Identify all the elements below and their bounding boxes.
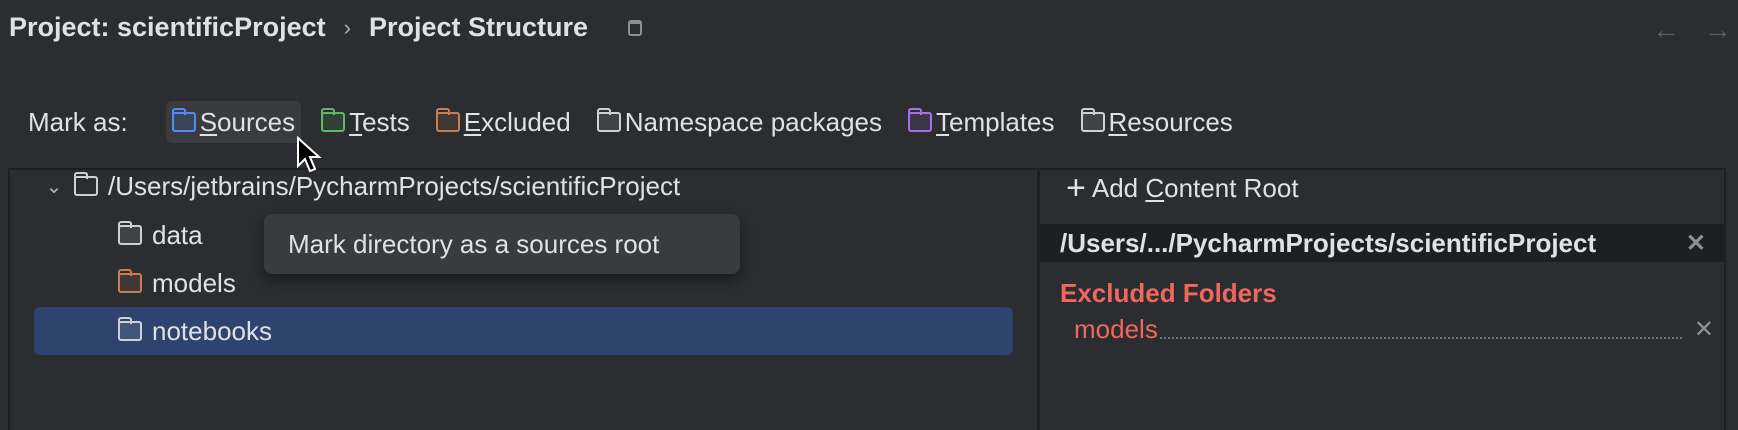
pin-icon[interactable]	[628, 19, 642, 36]
excluded-item: models ✕	[1074, 314, 1714, 345]
tree-item-label: models	[152, 267, 236, 298]
folder-icon	[171, 108, 196, 132]
mark-as-label: Mark as:	[28, 106, 128, 137]
tree-item-notebooks[interactable]: notebooks	[34, 307, 1013, 355]
remove-content-root-icon[interactable]: ✕	[1685, 229, 1706, 257]
mouse-cursor-icon	[297, 136, 322, 173]
folder-icon	[435, 108, 460, 132]
folder-icon	[908, 108, 932, 132]
divider	[1159, 321, 1682, 339]
plus-icon: +	[1066, 168, 1086, 207]
tree-item-data[interactable]: data	[34, 211, 1013, 259]
mark-as-tests-button[interactable]: Tests	[315, 101, 416, 143]
tree-root-label: /Users/jetbrains/PycharmProjects/scienti…	[108, 170, 681, 201]
tooltip: Mark directory as a sources root	[264, 214, 740, 274]
mark-as-templates-button[interactable]: Templates	[902, 101, 1061, 143]
content-root-panel	[1038, 168, 1726, 430]
breadcrumb-project[interactable]: Project: scientificProject	[9, 12, 326, 42]
page-title: Project Structure	[368, 12, 588, 42]
chevron-right-icon: ›	[343, 14, 351, 40]
button-label: Tests	[349, 106, 410, 137]
mark-as-namespace-packages-button[interactable]: Namespace packages	[591, 101, 888, 143]
mark-as-toolbar: Mark as: Sources Tests Excluded Namespace p…	[28, 101, 1253, 143]
folder-icon	[118, 269, 142, 293]
mark-as-sources-button[interactable]: Sources	[165, 101, 302, 143]
back-arrow-icon[interactable]: ←	[1652, 14, 1680, 45]
tree-item-label: data	[152, 219, 203, 250]
folder-icon	[1080, 108, 1105, 132]
tree-item-models[interactable]: models	[34, 259, 1013, 307]
button-label: Resources	[1108, 106, 1233, 137]
forward-arrow-icon[interactable]: →	[1704, 14, 1732, 45]
excluded-folders-title: Excluded Folders	[1060, 278, 1277, 308]
remove-excluded-icon[interactable]: ✕	[1693, 316, 1714, 343]
breadcrumb: Project: scientificProject › Project Str…	[9, 12, 642, 43]
mark-as-resources-button[interactable]: Resources	[1075, 101, 1239, 143]
tooltip-text: Mark directory as a sources root	[288, 228, 660, 259]
excluded-item-label: models	[1074, 314, 1158, 344]
mark-as-excluded-button[interactable]: Excluded	[430, 101, 577, 143]
add-mnemonic: C	[1145, 172, 1165, 203]
folder-icon	[118, 221, 142, 245]
content-root-header: /Users/.../PycharmProjects/scientificPro…	[1040, 224, 1724, 262]
button-label: Sources	[199, 106, 296, 137]
folder-icon	[118, 317, 142, 341]
folder-icon	[74, 172, 98, 196]
button-label: Excluded	[463, 106, 571, 137]
folder-icon	[596, 108, 621, 132]
tree-root[interactable]: ⌄ /Users/jetbrains/PycharmProjects/scien…	[34, 162, 1013, 210]
content-root-path: /Users/.../PycharmProjects/scientificPro…	[1060, 227, 1597, 258]
add-label: Add	[1091, 172, 1139, 203]
folder-icon	[321, 108, 346, 132]
tree-item-label: notebooks	[152, 315, 272, 346]
button-label: Namespace packages	[624, 106, 882, 137]
button-label: Templates	[936, 106, 1055, 137]
add-rest: ontent Root	[1164, 172, 1299, 203]
chevron-down-icon[interactable]: ⌄	[45, 175, 63, 198]
